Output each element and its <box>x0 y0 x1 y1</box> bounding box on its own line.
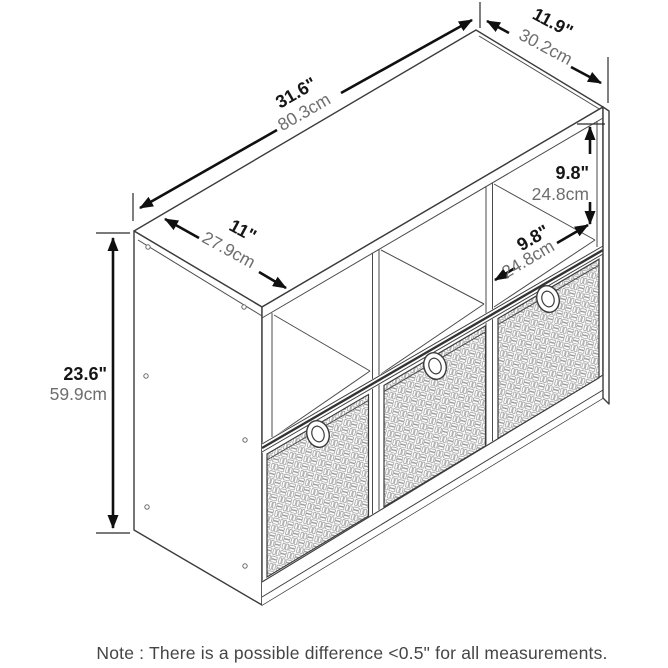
bin-handle-3 <box>536 285 560 313</box>
overall-height-cm: 59.9cm <box>50 384 107 404</box>
screw-holes <box>143 244 248 569</box>
measurement-note: Note : There is a possible difference <0… <box>96 643 607 663</box>
cube-height-inches: 9.8" <box>555 163 589 183</box>
cube-opening-2 <box>380 249 485 375</box>
bin-2-face <box>383 324 487 508</box>
bin-handle-2 <box>423 352 447 380</box>
storage-bin-1 <box>266 393 370 579</box>
bin-handle-1 <box>306 420 330 448</box>
dimension-cube-height: 9.8" 24.8cm <box>532 123 605 225</box>
cabinet <box>133 29 610 606</box>
left-panel-edge-line <box>137 239 263 317</box>
storage-bin-3 <box>497 258 600 440</box>
bin-3-face <box>497 258 600 440</box>
front-top-rail-line <box>261 117 604 319</box>
storage-bin-2 <box>383 324 487 508</box>
dimension-overall-height: 23.6" 59.9cm <box>50 232 130 534</box>
cube-height-cm: 24.8cm <box>532 184 589 204</box>
cube-opening-1 <box>273 314 371 438</box>
bin-1-face <box>266 393 370 579</box>
top-panel-edge-line <box>478 35 602 111</box>
overall-height-inches: 23.6" <box>63 364 107 384</box>
cabinet-right-edge <box>602 106 610 405</box>
